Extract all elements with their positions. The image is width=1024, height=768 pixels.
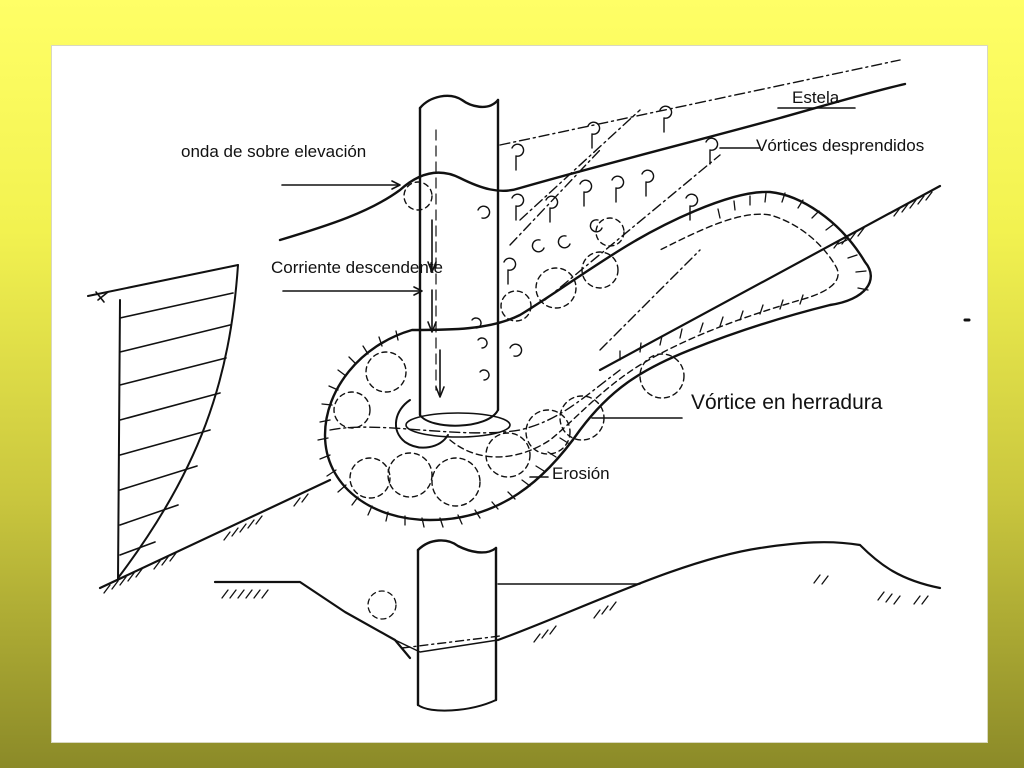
wake-streamlines xyxy=(329,59,901,434)
cross-section xyxy=(213,541,942,660)
label-wake: Estela xyxy=(792,88,840,107)
leader-lines xyxy=(281,107,856,478)
pier-cylinder-lower xyxy=(416,539,498,712)
downflow-arrows xyxy=(427,219,445,398)
wake-vortices xyxy=(471,105,719,381)
velocity-profile xyxy=(87,264,239,581)
diagram-panel: onda de sobre elevación Corriente descen… xyxy=(52,46,987,742)
label-horseshoe-vortex: Vórtice en herradura xyxy=(691,391,883,414)
riverbed xyxy=(98,184,942,594)
scour-diagram: onda de sobre elevación Corriente descen… xyxy=(87,59,971,712)
label-wave: onda de sobre elevación xyxy=(181,142,366,161)
dashed-vortex-circles xyxy=(333,181,685,507)
label-downflow: Corriente descendente xyxy=(271,258,443,277)
water-level-icon xyxy=(95,291,109,303)
label-shed-vortices: Vórtices desprendidos xyxy=(756,136,924,155)
pier-cylinder xyxy=(405,94,511,438)
free-surface xyxy=(278,82,907,242)
scour-hole xyxy=(317,190,872,528)
label-erosion: Erosión xyxy=(552,464,610,483)
